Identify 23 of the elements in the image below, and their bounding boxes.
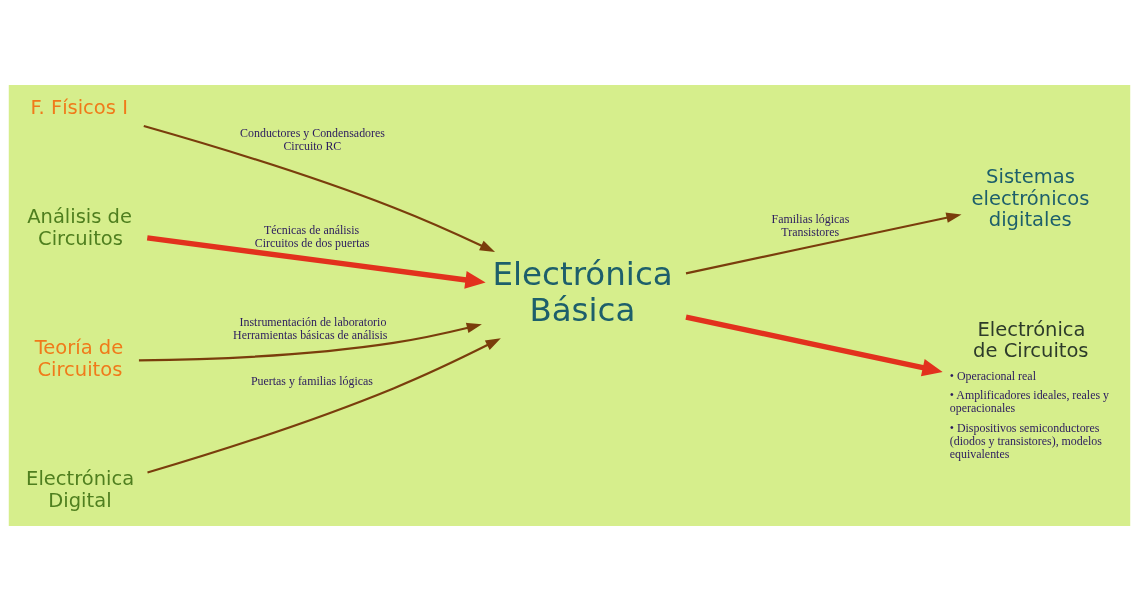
- node-text: F. Físicos I: [30, 95, 128, 119]
- node-label: • Amplificadores ideales, reales y operacionales: [949, 387, 1110, 415]
- arrow: [685, 313, 943, 376]
- node-text: Electrónica Básica: [492, 254, 673, 329]
- node-text: Electrónica Digital: [26, 466, 135, 512]
- edge-label: Circuitos de dos puertas: [254, 235, 370, 250]
- node-text: Análisis de Circuitos: [27, 204, 132, 250]
- node-label: • Operacional real: [949, 368, 1036, 383]
- node-label: • Dispositivos semiconductores (diodos y transistores), modelos equivalentes: [949, 420, 1102, 461]
- arrow: [147, 337, 501, 474]
- edge-label: Familias lógicas: [771, 211, 850, 226]
- node-text: Sistemas electrónicos digitales: [971, 164, 1090, 231]
- arrow: [143, 124, 496, 252]
- edge-label: Puertas y familias lógicas: [250, 373, 373, 388]
- edge-label: Herramientas básicas de análisis: [233, 327, 388, 342]
- arrow: [138, 322, 482, 361]
- arrow: [146, 234, 486, 289]
- node-text: Electrónica de Circuitos: [973, 317, 1089, 362]
- edge-label: Técnicas de análisis: [263, 222, 360, 237]
- arrow: [685, 211, 962, 274]
- edge-label: Instrumentación de laboratorio: [239, 314, 387, 329]
- edge-label: Conductores y Condensadores: [240, 125, 385, 140]
- node-text: Teoría de Circuitos: [34, 335, 124, 381]
